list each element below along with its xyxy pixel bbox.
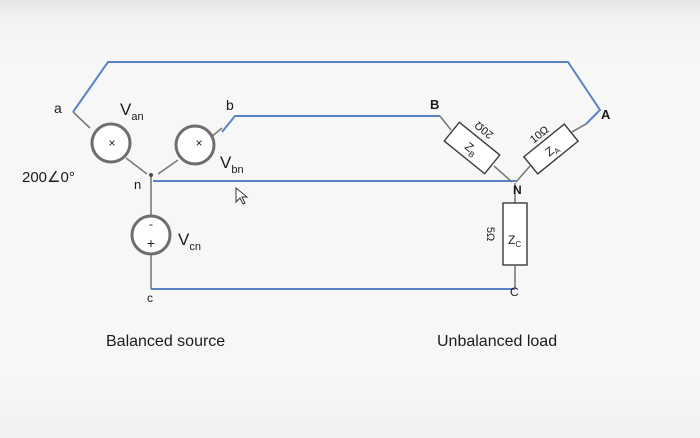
neutral-node-n	[149, 173, 153, 177]
wire-b-to-B	[221, 115, 440, 133]
node-B-label: B	[430, 97, 439, 112]
source-vcn-minus: -	[149, 217, 153, 231]
van-label: Van	[120, 100, 144, 123]
node-c-label: c	[147, 291, 153, 305]
node-N-label: N	[513, 183, 522, 197]
node-n-label: n	[134, 177, 141, 192]
source-vbn-cross: ×	[195, 136, 202, 150]
impedance-zc	[502, 202, 528, 266]
wire-B-zb	[439, 115, 452, 131]
wire-source-a	[72, 111, 91, 129]
node-b-label: b	[226, 97, 234, 113]
source-vcn-plus: +	[147, 235, 155, 251]
source-value-label: 200∠0°	[22, 169, 75, 186]
wire-source-an-n	[125, 157, 148, 175]
source-van-cross: ×	[108, 136, 115, 150]
wire-zb-N	[493, 165, 513, 183]
node-C-label: C	[510, 285, 519, 299]
mouse-cursor-icon	[235, 186, 249, 205]
wire-za-N	[515, 165, 531, 183]
caption-unbalanced-load: Unbalanced load	[437, 333, 557, 350]
source-vcn	[130, 214, 172, 256]
wire-source-bn-n	[157, 159, 179, 175]
impedance-zb: ZB 20Ω	[443, 119, 501, 175]
node-a-label: a	[54, 100, 62, 116]
vcn-label: Vcn	[178, 230, 201, 253]
source-vbn	[174, 124, 216, 166]
zc-value: 5Ω	[484, 227, 496, 241]
source-van	[90, 122, 132, 164]
caption-balanced-source: Balanced source	[106, 333, 225, 350]
wire-a-to-A	[72, 61, 602, 125]
vbn-label: Vbn	[220, 153, 244, 176]
wire-A-za	[571, 123, 587, 133]
node-A-label: A	[601, 107, 611, 122]
impedance-za: ZA 10Ω	[522, 123, 580, 175]
zc-label: ZC	[508, 233, 521, 249]
